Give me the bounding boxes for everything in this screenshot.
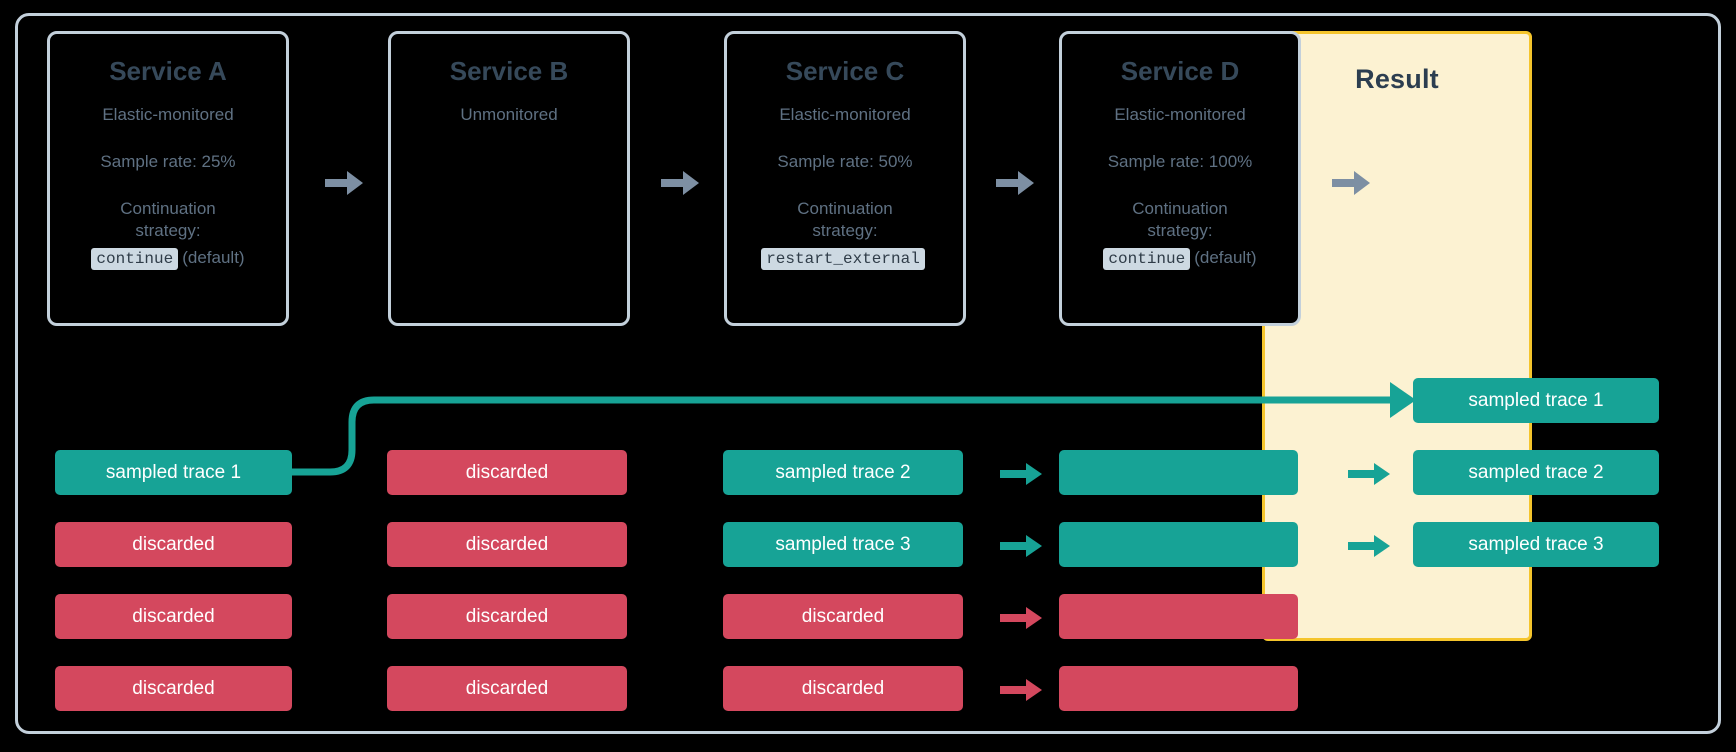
trace-pill-a-1[interactable]: sampled trace 1 [55, 450, 292, 495]
result-trace-3[interactable]: sampled trace 3 [1413, 522, 1659, 567]
service-box-c: Service C Elastic-monitored Sample rate:… [724, 31, 966, 326]
service-box-b: Service B Unmonitored [388, 31, 630, 326]
result-trace-2[interactable]: sampled trace 2 [1413, 450, 1659, 495]
flow-arrow-a-to-b-icon [325, 171, 363, 195]
service-a-strategy-default: (default) [182, 247, 245, 267]
service-c-strategy-label-2: strategy: [812, 220, 878, 240]
service-box-d: Service D Elastic-monitored Sample rate:… [1059, 31, 1301, 326]
trace-pill-b-2[interactable]: discarded [387, 522, 627, 567]
service-c-strategy-value: restart_external [727, 246, 963, 270]
service-a-sample-rate: Sample rate: 25% [100, 151, 236, 171]
trace-pill-a-2[interactable]: discarded [55, 522, 292, 567]
service-c-monitoring: Elastic-monitored [779, 105, 911, 125]
trace-pill-a-3[interactable]: discarded [55, 594, 292, 639]
service-a-strategy-value: continue(default) [50, 246, 286, 270]
service-d-monitoring: Elastic-monitored [1114, 105, 1246, 125]
row-arrow-d-to-result-2-icon [1348, 535, 1390, 557]
flow-arrow-c-to-d-icon [996, 171, 1034, 195]
trace-pill-d-4[interactable] [1059, 666, 1298, 711]
trace-pill-d-1[interactable] [1059, 450, 1298, 495]
row-arrow-c-to-d-2-icon [1000, 535, 1042, 557]
service-d-title: Service D [1120, 56, 1240, 86]
trace-pill-c-4[interactable]: discarded [723, 666, 963, 711]
service-box-a: Service A Elastic-monitored Sample rate:… [47, 31, 289, 326]
service-a-strategy-label-2: strategy: [135, 220, 201, 240]
service-d-sample-rate: Sample rate: 100% [1107, 151, 1253, 171]
service-a-strategy-label-1: Continuation [120, 199, 216, 219]
trace-pill-b-3[interactable]: discarded [387, 594, 627, 639]
trace-pill-c-3[interactable]: discarded [723, 594, 963, 639]
trace-pill-d-3[interactable] [1059, 594, 1298, 639]
row-arrow-d-to-result-1-icon [1348, 463, 1390, 485]
service-a-strategy-code: continue [91, 247, 179, 270]
result-trace-1[interactable]: sampled trace 1 [1413, 378, 1659, 423]
trace-pill-b-4[interactable]: discarded [387, 666, 627, 711]
service-c-strategy-code: restart_external [761, 247, 925, 270]
row-arrow-c-to-d-4-icon [1000, 679, 1042, 701]
trace-pill-c-2[interactable]: sampled trace 3 [723, 522, 963, 567]
service-d-strategy-code: continue [1103, 247, 1191, 270]
row-arrow-c-to-d-3-icon [1000, 607, 1042, 629]
service-d-strategy-value: continue(default) [1062, 246, 1298, 270]
result-panel-title: Result [1355, 64, 1439, 94]
service-a-title: Service A [109, 56, 227, 86]
trace-pill-a-4[interactable]: discarded [55, 666, 292, 711]
service-c-title: Service C [785, 56, 905, 86]
service-b-title: Service B [449, 56, 569, 86]
flow-arrow-b-to-c-icon [661, 171, 699, 195]
service-b-monitoring: Unmonitored [460, 105, 558, 125]
service-c-strategy-label-1: Continuation [797, 199, 893, 219]
service-d-strategy-label-2: strategy: [1147, 220, 1213, 240]
flow-arrow-d-to-result-icon [1332, 171, 1370, 195]
trace-pill-c-1[interactable]: sampled trace 2 [723, 450, 963, 495]
trace-pill-b-1[interactable]: discarded [387, 450, 627, 495]
service-a-monitoring: Elastic-monitored [102, 105, 234, 125]
service-d-strategy-default: (default) [1194, 247, 1257, 267]
trace-pill-d-2[interactable] [1059, 522, 1298, 567]
row-arrow-c-to-d-1-icon [1000, 463, 1042, 485]
service-c-sample-rate: Sample rate: 50% [777, 151, 913, 171]
service-d-strategy-label-1: Continuation [1132, 199, 1228, 219]
